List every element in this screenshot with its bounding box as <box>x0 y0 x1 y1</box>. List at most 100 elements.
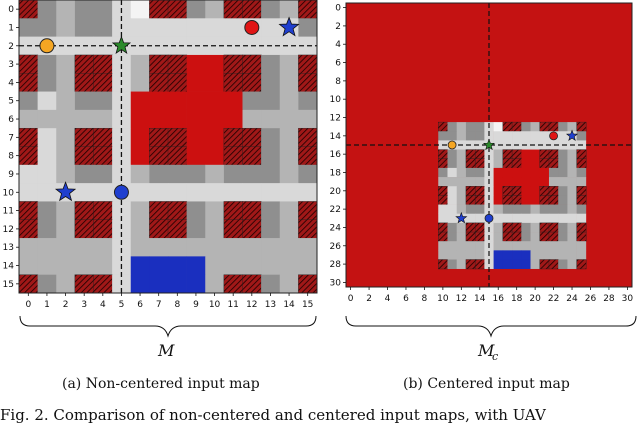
right-brace-label: M <box>477 341 495 360</box>
right-cell <box>548 231 559 242</box>
right-cell <box>456 177 467 187</box>
left-cell <box>130 18 150 37</box>
left-cell <box>186 18 206 37</box>
right-cell <box>456 131 467 141</box>
right-cell <box>539 131 550 141</box>
left-cell <box>56 274 76 294</box>
left-cell <box>298 219 318 239</box>
left-cell <box>74 274 94 294</box>
right-cell <box>484 149 494 160</box>
left-cell <box>167 146 188 166</box>
right-cell <box>502 204 513 215</box>
left-cell <box>167 73 188 93</box>
left-map-frame <box>18 0 318 294</box>
right-cell <box>567 213 577 224</box>
left-cell <box>186 238 206 257</box>
left-cell <box>112 109 132 129</box>
left-cell <box>298 146 318 166</box>
right-cell <box>548 158 559 169</box>
left-cell <box>18 201 39 221</box>
left-cell <box>74 91 94 111</box>
right-cell <box>475 131 485 141</box>
left-cell <box>168 238 187 257</box>
left-cell <box>205 73 225 92</box>
left-cell <box>37 0 57 19</box>
left-cell <box>223 274 243 294</box>
right-cell <box>475 213 485 224</box>
left-cell <box>168 274 187 294</box>
right-cell <box>484 259 494 269</box>
left-cell <box>242 109 262 129</box>
right-cell <box>530 204 541 215</box>
left-cell <box>19 18 38 37</box>
right-cell <box>512 250 522 260</box>
left-cell <box>149 146 169 166</box>
x-tick-label: 28 <box>603 294 615 304</box>
orange-circle-marker <box>447 140 457 150</box>
x-tick-label: 14 <box>474 294 486 304</box>
left-cell <box>168 256 187 275</box>
right-cell <box>438 121 448 132</box>
right-cell <box>438 158 448 169</box>
y-tick-label: 15 <box>3 280 14 290</box>
right-cell <box>456 122 467 132</box>
x-tick-label: 8 <box>174 300 180 310</box>
blue-star-marker <box>565 129 579 141</box>
right-cell <box>521 222 531 233</box>
x-tick-label: 12 <box>456 294 467 304</box>
left-cell <box>298 274 318 294</box>
right-cell <box>502 149 513 160</box>
left-cell <box>279 91 299 111</box>
left-cell <box>298 127 318 147</box>
right-cell <box>539 195 550 206</box>
y-tick-label: 24 <box>330 223 342 233</box>
left-cell <box>242 0 262 19</box>
blue-circle-marker <box>113 184 129 200</box>
left-cell <box>37 146 57 166</box>
right-cell <box>493 122 504 132</box>
left-cell <box>223 109 243 129</box>
right-cell <box>447 241 458 251</box>
y-tick-label: 4 <box>335 40 341 50</box>
right-cell <box>502 177 513 187</box>
left-brace-label: M <box>157 341 175 360</box>
right-cell <box>465 186 476 196</box>
left-cell <box>149 18 169 37</box>
right-cell <box>447 131 458 141</box>
right-cell <box>576 195 587 206</box>
right-cell <box>530 158 541 169</box>
right-cell <box>548 241 559 251</box>
y-tick-label: 7 <box>8 133 14 143</box>
y-tick-label: 2 <box>8 42 14 52</box>
left-cell <box>242 164 262 184</box>
left-cell <box>56 109 76 129</box>
right-cell <box>493 186 504 196</box>
left-cell <box>130 256 150 275</box>
left-cell <box>149 54 169 74</box>
left-cell <box>223 91 243 111</box>
right-cell <box>502 259 513 269</box>
right-cell <box>456 195 467 205</box>
right-cell <box>521 232 531 242</box>
right-cell <box>502 158 513 169</box>
x-tick-label: 30 <box>622 294 634 304</box>
left-cell <box>242 183 262 202</box>
left-cell <box>37 91 57 111</box>
left-cell <box>279 36 299 56</box>
x-tick-label: 4 <box>385 294 391 304</box>
right-cell <box>558 177 568 187</box>
left-cell <box>112 164 132 184</box>
right-cell <box>539 250 550 260</box>
left-cell <box>261 201 281 221</box>
left-cell <box>56 164 76 184</box>
left-cell <box>56 91 76 111</box>
left-cell <box>223 146 243 166</box>
right-cell <box>438 149 448 160</box>
left-cell <box>56 36 76 56</box>
right-cell <box>474 231 485 242</box>
right-cell <box>530 222 541 233</box>
y-tick-label: 14 <box>3 262 15 272</box>
right-cell <box>447 232 458 242</box>
left-cell <box>149 219 169 239</box>
